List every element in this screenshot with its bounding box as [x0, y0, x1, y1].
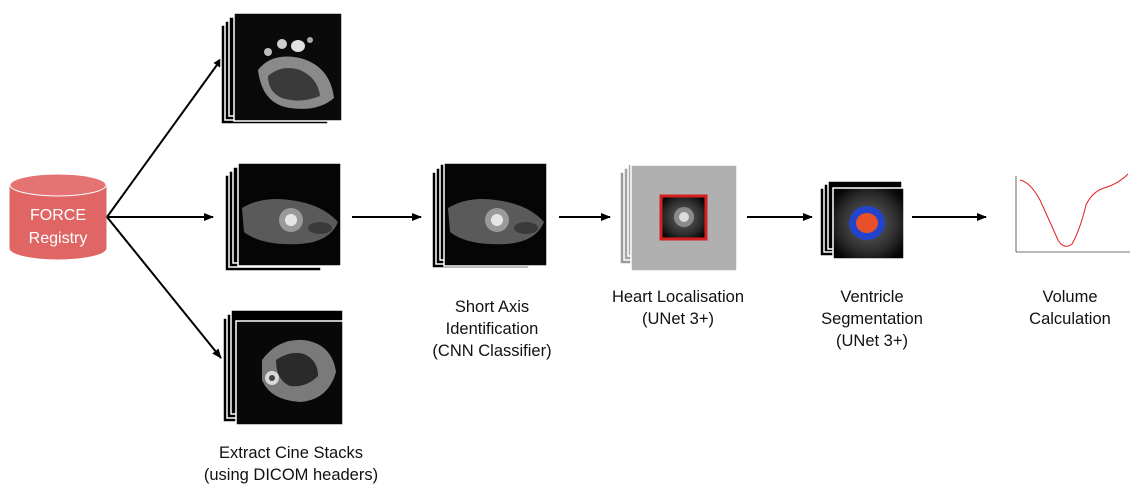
label-line: Calculation — [1029, 310, 1111, 328]
label-line: Extract Cine Stacks — [219, 444, 363, 462]
label-line: Heart Localisation — [611, 288, 745, 306]
arrow-registry-to-four-chamber — [106, 216, 222, 359]
short-axis-identification-image — [431, 162, 548, 269]
volume-curve-line — [1019, 173, 1129, 247]
registry-label-line2: Registry — [29, 230, 88, 247]
four-chamber-cine-stack-image — [222, 309, 344, 426]
label-heart-localisation: Heart Localisation (UNet 3+) — [598, 286, 758, 330]
label-ventricle-segmentation: Ventricle Segmentation (UNet 3+) — [797, 286, 947, 352]
label-line: Volume — [1042, 288, 1098, 306]
label-extract-cine-stacks: Extract Cine Stacks (using DICOM headers… — [191, 442, 391, 486]
ventricle-segmentation-image — [819, 180, 905, 260]
blood-pool-segmentation — [856, 213, 878, 233]
registry-label-line1: FORCE — [30, 207, 86, 224]
label-line: Ventricle — [840, 288, 904, 306]
short-axis-cine-stack-image — [224, 162, 342, 272]
volume-curve-plot — [1003, 172, 1131, 262]
label-line: (UNet 3+) — [642, 310, 714, 328]
force-registry-database-icon: FORCE Registry — [9, 173, 107, 260]
label-short-axis-identification: Short Axis Identification (CNN Classifie… — [407, 296, 577, 362]
label-volume-calculation: Volume Calculation — [1010, 286, 1130, 330]
label-line: (CNN Classifier) — [432, 342, 552, 360]
label-line: (using DICOM headers) — [203, 466, 379, 484]
long-axis-cine-stack-image — [220, 12, 343, 125]
arrow-registry-to-long-axis — [106, 57, 223, 218]
label-line: Segmentation — [821, 310, 923, 328]
heart-localisation-image — [619, 163, 738, 272]
label-line: (UNet 3+) — [836, 332, 908, 350]
label-line: Identification — [445, 320, 539, 338]
label-line: Short Axis — [454, 298, 530, 316]
